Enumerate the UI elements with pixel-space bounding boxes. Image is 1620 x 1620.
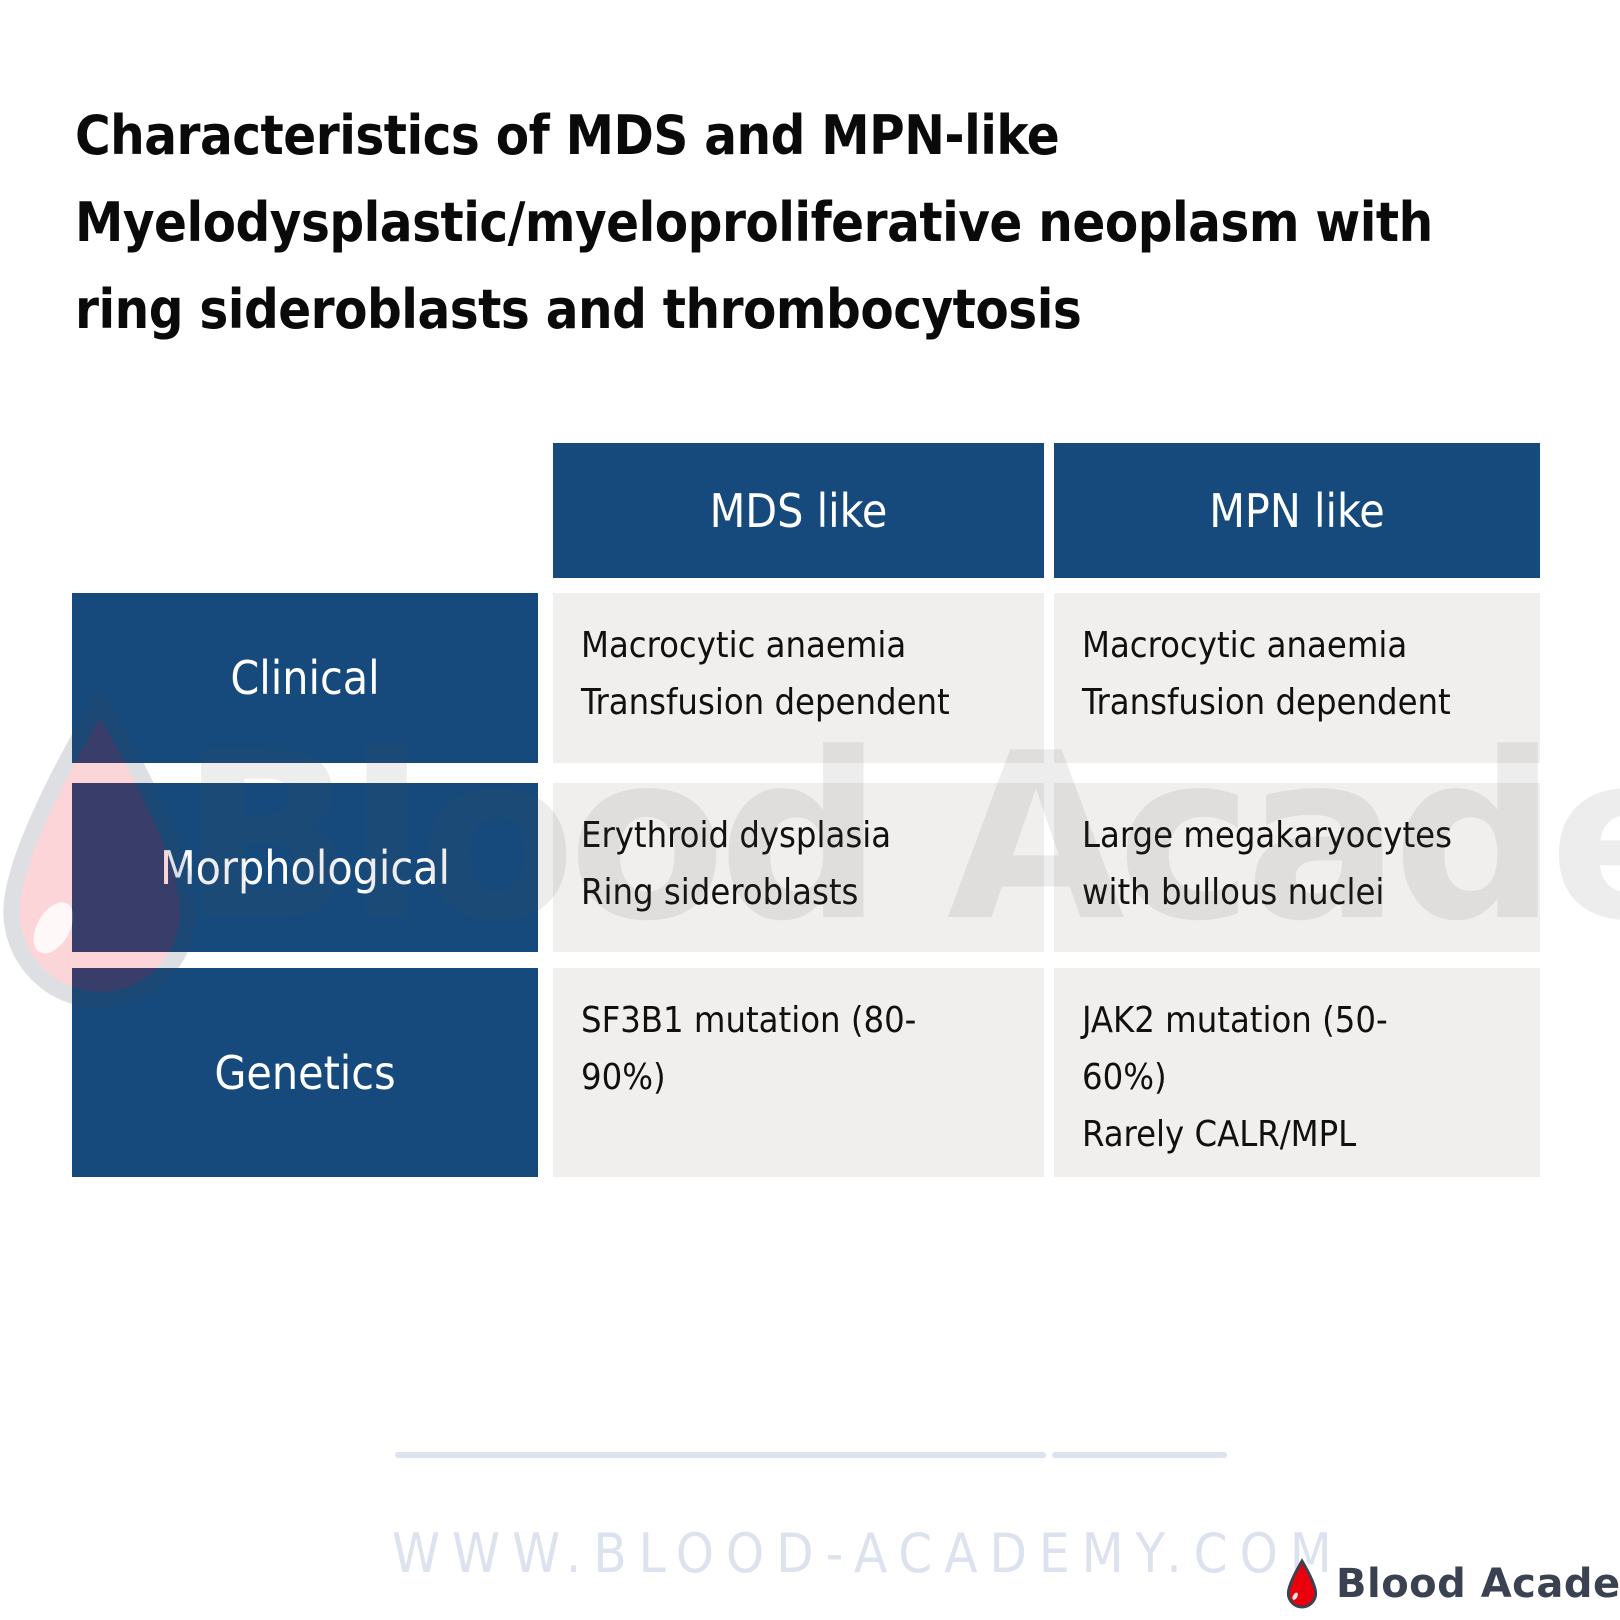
column-header-mds-like: MDS like [553, 443, 1044, 578]
footer-divider-segment-1 [395, 1452, 1046, 1458]
cell-morphological-mpn: Large megakaryocytes with bullous nuclei [1054, 783, 1540, 952]
row-label-genetics: Genetics [72, 968, 538, 1177]
row-label-morphological: Morphological [72, 783, 538, 952]
brand-name: Blood Academy [1336, 1561, 1620, 1607]
cell-clinical-mds: Macrocytic anaemia Transfusion dependent [553, 593, 1044, 763]
column-header-mpn-like: MPN like [1054, 443, 1540, 578]
footer-divider-segment-2 [1052, 1452, 1227, 1458]
page-title: Characteristics of MDS and MPN-like Myel… [75, 92, 1555, 353]
blood-drop-icon [1286, 1558, 1318, 1609]
page-title-line-3: ring sideroblasts and thrombocytosis [75, 278, 1082, 341]
cell-clinical-mpn: Macrocytic anaemia Transfusion dependent [1054, 593, 1540, 763]
page-title-line-2: Myelodysplastic/myeloproliferative neopl… [75, 191, 1433, 254]
cell-genetics-mpn: JAK2 mutation (50- 60%) Rarely CALR/MPL [1054, 968, 1540, 1177]
website-url: WWW.BLOOD-ACADEMY.COM [392, 1522, 1344, 1585]
brand-logo: Blood Academy [1284, 1558, 1620, 1610]
cell-morphological-mds: Erythroid dysplasia Ring sideroblasts [553, 783, 1044, 952]
page-title-line-1: Characteristics of MDS and MPN-like [75, 104, 1060, 167]
cell-genetics-mds: SF3B1 mutation (80- 90%) [553, 968, 1044, 1177]
row-label-clinical: Clinical [72, 593, 538, 763]
